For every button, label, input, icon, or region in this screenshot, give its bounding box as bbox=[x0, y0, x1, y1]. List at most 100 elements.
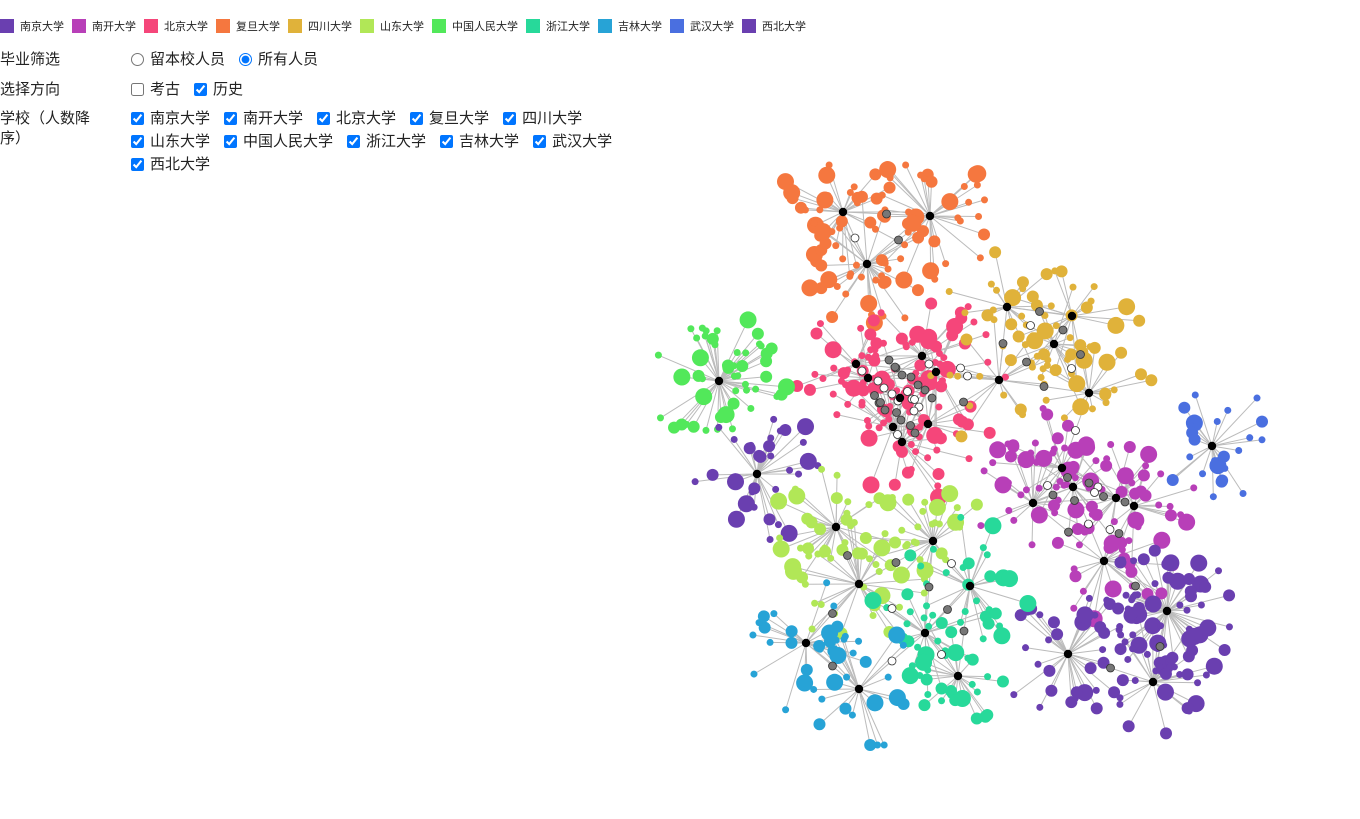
graph-node[interactable] bbox=[826, 673, 844, 691]
bridge-node[interactable] bbox=[910, 428, 920, 438]
graph-node[interactable] bbox=[1004, 354, 1017, 367]
graph-node[interactable] bbox=[1070, 686, 1083, 699]
graph-node[interactable] bbox=[1012, 330, 1025, 343]
graph-node[interactable] bbox=[884, 673, 892, 681]
graph-node[interactable] bbox=[751, 327, 764, 340]
graph-node[interactable] bbox=[1088, 405, 1096, 413]
graph-node[interactable] bbox=[1137, 553, 1150, 566]
graph-node[interactable] bbox=[843, 673, 851, 681]
graph-node[interactable] bbox=[1112, 602, 1125, 615]
graph-node[interactable] bbox=[727, 510, 745, 528]
graph-node[interactable] bbox=[947, 644, 965, 662]
bridge-node[interactable] bbox=[1076, 350, 1085, 359]
graph-node[interactable] bbox=[914, 359, 927, 372]
graph-node[interactable] bbox=[865, 422, 873, 430]
graph-node[interactable] bbox=[833, 471, 841, 479]
graph-node[interactable] bbox=[866, 694, 884, 712]
graph-node[interactable] bbox=[1217, 450, 1230, 463]
graph-node[interactable] bbox=[830, 492, 843, 505]
bridge-node[interactable] bbox=[887, 656, 897, 666]
graph-node[interactable] bbox=[1045, 684, 1058, 697]
graph-node[interactable] bbox=[858, 401, 866, 409]
bridge-node[interactable] bbox=[1048, 490, 1058, 500]
graph-node[interactable] bbox=[1166, 502, 1174, 510]
graph-node[interactable] bbox=[819, 545, 832, 558]
schools-option[interactable]: 吉林大学 bbox=[440, 131, 519, 152]
bridge-node[interactable] bbox=[857, 366, 867, 376]
graph-node[interactable] bbox=[1019, 457, 1027, 465]
graph-node[interactable] bbox=[1035, 484, 1043, 492]
graph-node[interactable] bbox=[962, 557, 975, 570]
graph-node[interactable] bbox=[919, 507, 927, 515]
graph-node[interactable] bbox=[1170, 663, 1178, 671]
graph-node[interactable] bbox=[827, 554, 835, 562]
graph-node[interactable] bbox=[1194, 679, 1202, 687]
bridge-node[interactable] bbox=[893, 430, 902, 439]
bridge-node[interactable] bbox=[1106, 663, 1115, 673]
hub-node[interactable] bbox=[1129, 501, 1139, 511]
graph-node[interactable] bbox=[899, 641, 907, 649]
graph-node[interactable] bbox=[1090, 283, 1098, 291]
graph-node[interactable] bbox=[862, 476, 880, 494]
graph-node[interactable] bbox=[928, 520, 936, 528]
graph-node[interactable] bbox=[1122, 591, 1130, 599]
graph-node[interactable] bbox=[770, 415, 778, 423]
graph-node[interactable] bbox=[1215, 567, 1223, 575]
bridge-node[interactable] bbox=[943, 605, 952, 614]
graph-node[interactable] bbox=[1160, 727, 1173, 740]
bridge-node[interactable] bbox=[1131, 581, 1140, 591]
graph-node[interactable] bbox=[907, 441, 915, 449]
graph-node[interactable] bbox=[864, 739, 877, 751]
direction-checkbox[interactable] bbox=[131, 82, 144, 96]
bridge-node[interactable] bbox=[1114, 529, 1124, 538]
graph-node[interactable] bbox=[993, 627, 1011, 645]
graph-node[interactable] bbox=[919, 414, 927, 422]
graph-node[interactable] bbox=[1190, 484, 1198, 492]
graph-node[interactable] bbox=[989, 441, 1007, 459]
graph-node[interactable] bbox=[1044, 356, 1052, 364]
graph-node[interactable] bbox=[945, 287, 953, 295]
graph-node[interactable] bbox=[801, 279, 819, 297]
graph-node[interactable] bbox=[1211, 457, 1219, 465]
graph-node[interactable] bbox=[849, 649, 857, 657]
graph-node[interactable] bbox=[907, 465, 915, 473]
graph-node[interactable] bbox=[968, 680, 976, 688]
bridge-node[interactable] bbox=[963, 371, 972, 381]
graph-node[interactable] bbox=[920, 614, 928, 622]
bridge-node[interactable] bbox=[1022, 357, 1031, 367]
bridge-node[interactable] bbox=[828, 609, 837, 618]
hub-node[interactable] bbox=[953, 671, 963, 681]
graph-node[interactable] bbox=[1147, 448, 1155, 456]
bridge-node[interactable] bbox=[897, 370, 907, 380]
graph-node[interactable] bbox=[1065, 348, 1078, 361]
graph-node[interactable] bbox=[1188, 433, 1201, 446]
schools-option[interactable]: 武汉大学 bbox=[533, 131, 612, 152]
graph-node[interactable] bbox=[734, 372, 742, 380]
graph-node[interactable] bbox=[1225, 623, 1233, 631]
graph-node[interactable] bbox=[1080, 301, 1093, 314]
graph-node[interactable] bbox=[1131, 591, 1139, 599]
bridge-node[interactable] bbox=[1090, 488, 1099, 497]
graph-node[interactable] bbox=[1097, 656, 1110, 669]
graph-node[interactable] bbox=[1075, 541, 1083, 549]
graph-node[interactable] bbox=[1129, 631, 1137, 639]
graph-node[interactable] bbox=[1246, 434, 1254, 442]
graph-node[interactable] bbox=[984, 517, 1002, 535]
graph-node[interactable] bbox=[1018, 312, 1026, 320]
direction-checkbox[interactable] bbox=[194, 82, 208, 96]
graph-node[interactable] bbox=[1116, 467, 1134, 485]
graph-node[interactable] bbox=[1030, 506, 1048, 524]
graph-node[interactable] bbox=[816, 191, 834, 209]
graph-node[interactable] bbox=[785, 636, 798, 649]
graph-node[interactable] bbox=[1098, 626, 1111, 639]
graph-node[interactable] bbox=[1213, 417, 1221, 425]
graph-node[interactable] bbox=[750, 670, 758, 678]
schools-checkbox[interactable] bbox=[131, 135, 144, 148]
graph-node[interactable] bbox=[820, 271, 838, 289]
graph-node[interactable] bbox=[1104, 580, 1122, 598]
graph-node[interactable] bbox=[872, 561, 880, 569]
graph-node[interactable] bbox=[982, 617, 995, 630]
graph-node[interactable] bbox=[1029, 332, 1037, 340]
graph-node[interactable] bbox=[749, 631, 757, 639]
